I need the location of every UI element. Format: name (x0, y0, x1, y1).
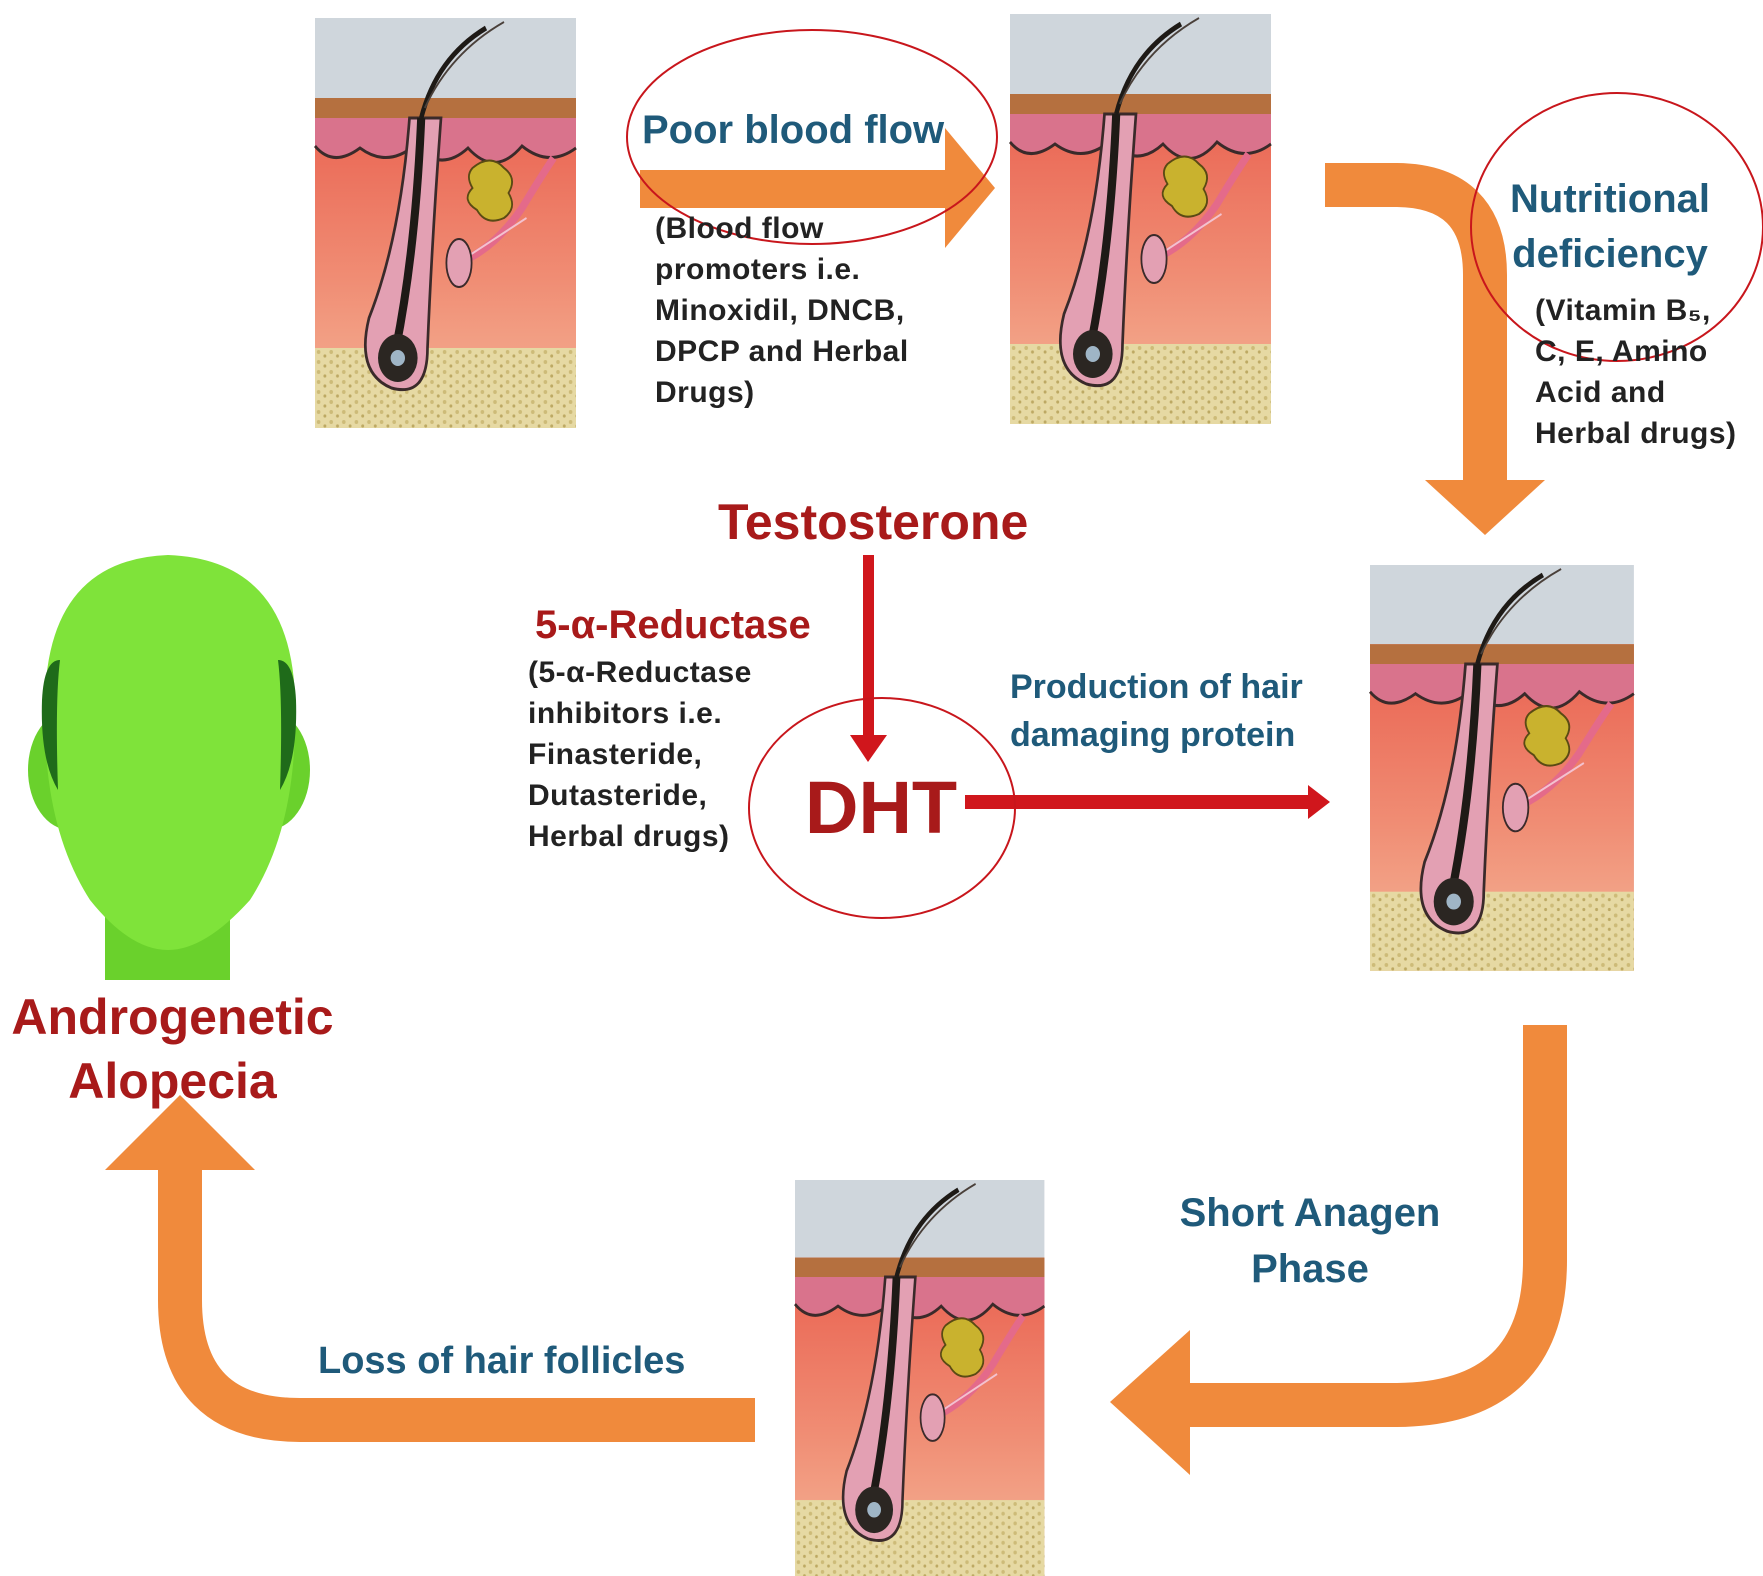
label-hair-damaging-protein: Production of hair damaging protein (1010, 663, 1310, 759)
arrow-head-nutritional (1425, 480, 1545, 535)
label-dht: DHT (805, 765, 957, 850)
arrow-to-nutritional-deficiency (1325, 185, 1485, 480)
arrow-head-short-anagen (1110, 1330, 1190, 1475)
label-5-alpha-reductase: 5-α-Reductase (535, 603, 811, 648)
arrow-testosterone-to-dht (850, 555, 887, 762)
label-short-anagen-phase: Short Anagen Phase (1165, 1185, 1455, 1297)
follicle-panel-reduced-flow (1010, 14, 1271, 424)
label-nutritional-deficiency: Nutritional deficiency (1490, 172, 1730, 282)
label-nutrition-remedies: (Vitamin B₅, C, E, Amino Acid and Herbal… (1535, 290, 1745, 454)
follicle-panel-lost (795, 1180, 1044, 1576)
label-blood-flow-promoters: (Blood flow promoters i.e. Minoxidil, DN… (655, 208, 920, 413)
follicle-panel-miniaturized (1370, 565, 1634, 971)
label-testosterone: Testosterone (718, 493, 1028, 551)
label-androgenetic-alopecia: Androgenetic Alopecia (0, 985, 345, 1113)
label-reductase-inhibitors: (5-α-Reductase inhibitors i.e. Finasteri… (528, 652, 778, 857)
balding-head-icon (28, 555, 310, 980)
follicle-panel-healthy (315, 18, 576, 428)
label-poor-blood-flow: Poor blood flow (642, 108, 944, 153)
arrow-dht-to-follicle (965, 785, 1330, 819)
label-loss-of-hair-follicles: Loss of hair follicles (318, 1340, 685, 1383)
